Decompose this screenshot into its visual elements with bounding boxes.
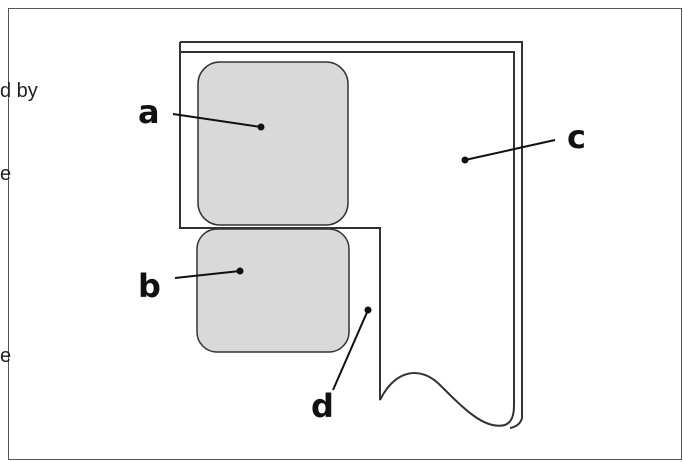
dot-a xyxy=(257,123,265,131)
panel-c xyxy=(179,42,515,427)
label-d: d xyxy=(311,387,334,425)
leader-c xyxy=(464,139,556,161)
leader-b xyxy=(174,270,241,279)
dot-c xyxy=(461,156,469,164)
label-a: a xyxy=(138,93,160,131)
cut-off-text-2: e xyxy=(0,163,12,185)
leader-d xyxy=(332,309,369,391)
dot-b xyxy=(236,267,244,275)
label-b: b xyxy=(138,267,161,305)
dot-d xyxy=(364,306,372,314)
cut-off-text-3: e xyxy=(0,345,12,367)
object-a xyxy=(197,61,349,226)
label-c: c xyxy=(567,118,586,156)
object-b xyxy=(196,228,350,353)
leader-a xyxy=(172,113,262,128)
cut-off-text-1: d by xyxy=(0,80,38,102)
outer-outline xyxy=(180,41,523,429)
